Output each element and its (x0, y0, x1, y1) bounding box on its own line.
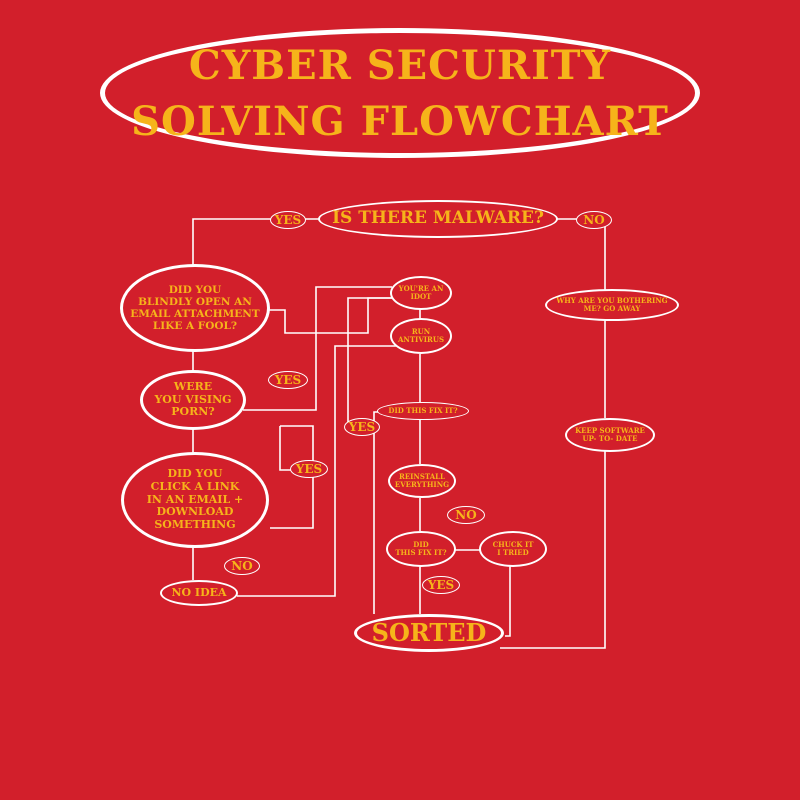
no-label-fix: NO (447, 506, 485, 524)
malware-question-node: IS THERE MALWARE? (318, 200, 558, 238)
line-attachment-to-idiot (268, 297, 392, 334)
sorted-node: SORTED (354, 614, 504, 652)
line-porn-to-idiot (243, 286, 392, 411)
idiot-node: YOU'RE AN IDOT (390, 276, 452, 310)
yes-label-mid: YES (344, 418, 380, 436)
fix-question-1-node: DID THIS FIX IT? (377, 402, 469, 420)
go-away-node: WHY ARE YOU BOTHERING ME? GO AWAY (545, 289, 679, 321)
line-noidea-to-antivirus (237, 345, 418, 597)
link-question-node: DID YOU CLICK A LINK IN AN EMAIL + DOWNL… (121, 452, 269, 548)
yes-label-link: YES (290, 460, 328, 478)
title-oval (100, 28, 700, 158)
antivirus-node: RUN ANTIVIRUS (390, 318, 452, 354)
yes-label-top: YES (270, 211, 306, 229)
no-label-link: NO (224, 557, 260, 575)
porn-question-node: WERE YOU VISING PORN? (140, 370, 246, 430)
keep-software-updated-node: KEEP SOFTWARE UP- TO- DATE (565, 418, 655, 452)
line-yes-mid-to-antivirus (347, 297, 392, 426)
line-no-to-goaway (555, 218, 606, 292)
chuck-it-node: CHUCK IT I TRIED (479, 531, 547, 567)
title-line-1: CYBER SECURITY (188, 42, 612, 89)
line-fix1-yes-to-sorted (373, 411, 380, 614)
line-update-to-sorted (500, 450, 606, 649)
no-label-top: NO (576, 211, 612, 229)
yes-label-fix: YES (422, 576, 460, 594)
reinstall-node: REINSTALL EVERYTHING (388, 464, 456, 498)
line-chuck-to-sorted (505, 566, 511, 637)
fix-question-2-node: DID THIS FIX IT? (386, 531, 456, 567)
title-line-2: SOLVING FLOWCHART (131, 98, 669, 145)
no-idea-node: NO IDEA (160, 580, 238, 606)
attachment-question-node: DID YOU BLINDLY OPEN AN EMAIL ATTACHMENT… (120, 264, 270, 352)
yes-label-porn: YES (268, 371, 308, 389)
